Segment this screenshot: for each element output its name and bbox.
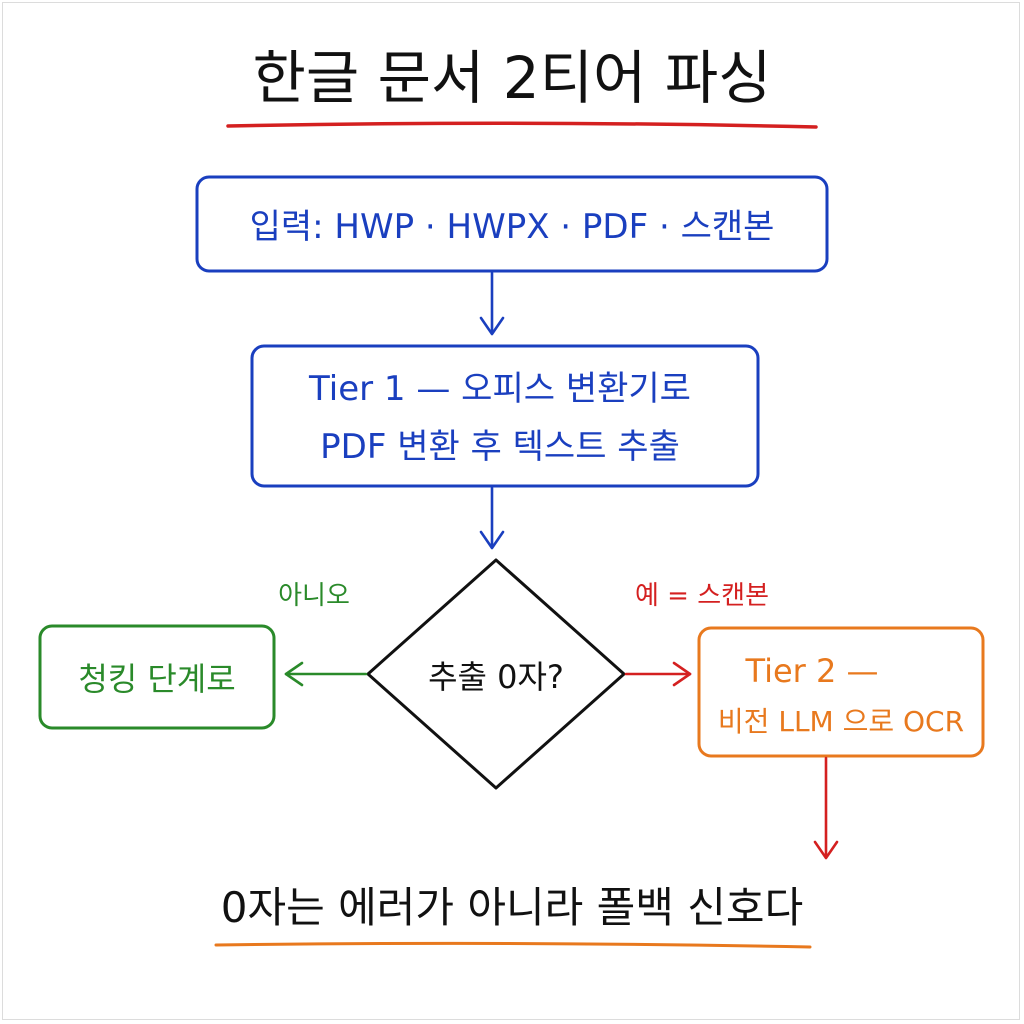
page-title: 한글 문서 2티어 파싱 [252, 44, 771, 112]
tier1-node-line1: Tier 1 — 오피스 변환기로 [308, 369, 691, 409]
footer-underline [214, 941, 812, 949]
input-node-label: 입력: HWP · HWPX · PDF · 스캔본 [250, 207, 775, 247]
title-underline [226, 121, 818, 129]
arrow-tier2-down [813, 756, 839, 860]
tier2-node-line1: Tier 2 — [745, 652, 879, 690]
input-node: 입력: HWP · HWPX · PDF · 스캔본 [195, 175, 829, 273]
arrow-decision-to-chunking [284, 661, 368, 687]
footer-message: 0자는 에러가 아니라 폴백 신호다 [221, 883, 803, 932]
arrow-decision-to-tier2 [624, 661, 692, 687]
decision-label: 추출 0자? [428, 658, 564, 696]
decision-diamond [366, 558, 626, 790]
chunking-node-box [38, 624, 276, 730]
input-node-box [195, 175, 829, 273]
tier1-node: Tier 1 — 오피스 변환기로 PDF 변환 후 텍스트 추출 [250, 344, 760, 488]
tier1-node-line2: PDF 변환 후 텍스트 추출 [320, 427, 680, 467]
chunking-node-label: 청킹 단계로 [78, 660, 235, 698]
tier2-node: Tier 2 — 비전 LLM 으로 OCR [697, 626, 985, 758]
tier1-node-box [250, 344, 760, 488]
arrow-input-to-tier1 [479, 271, 505, 336]
edge-label-no: 아니오 [278, 581, 350, 611]
edge-label-yes: 예 = 스캔본 [635, 581, 769, 611]
chunking-node: 청킹 단계로 [38, 624, 276, 730]
tier2-node-line2: 비전 LLM 으로 OCR [718, 705, 964, 738]
arrow-tier1-to-decision [479, 486, 505, 550]
decision-node: 추출 0자? [366, 558, 626, 790]
tier2-node-box [697, 626, 985, 758]
